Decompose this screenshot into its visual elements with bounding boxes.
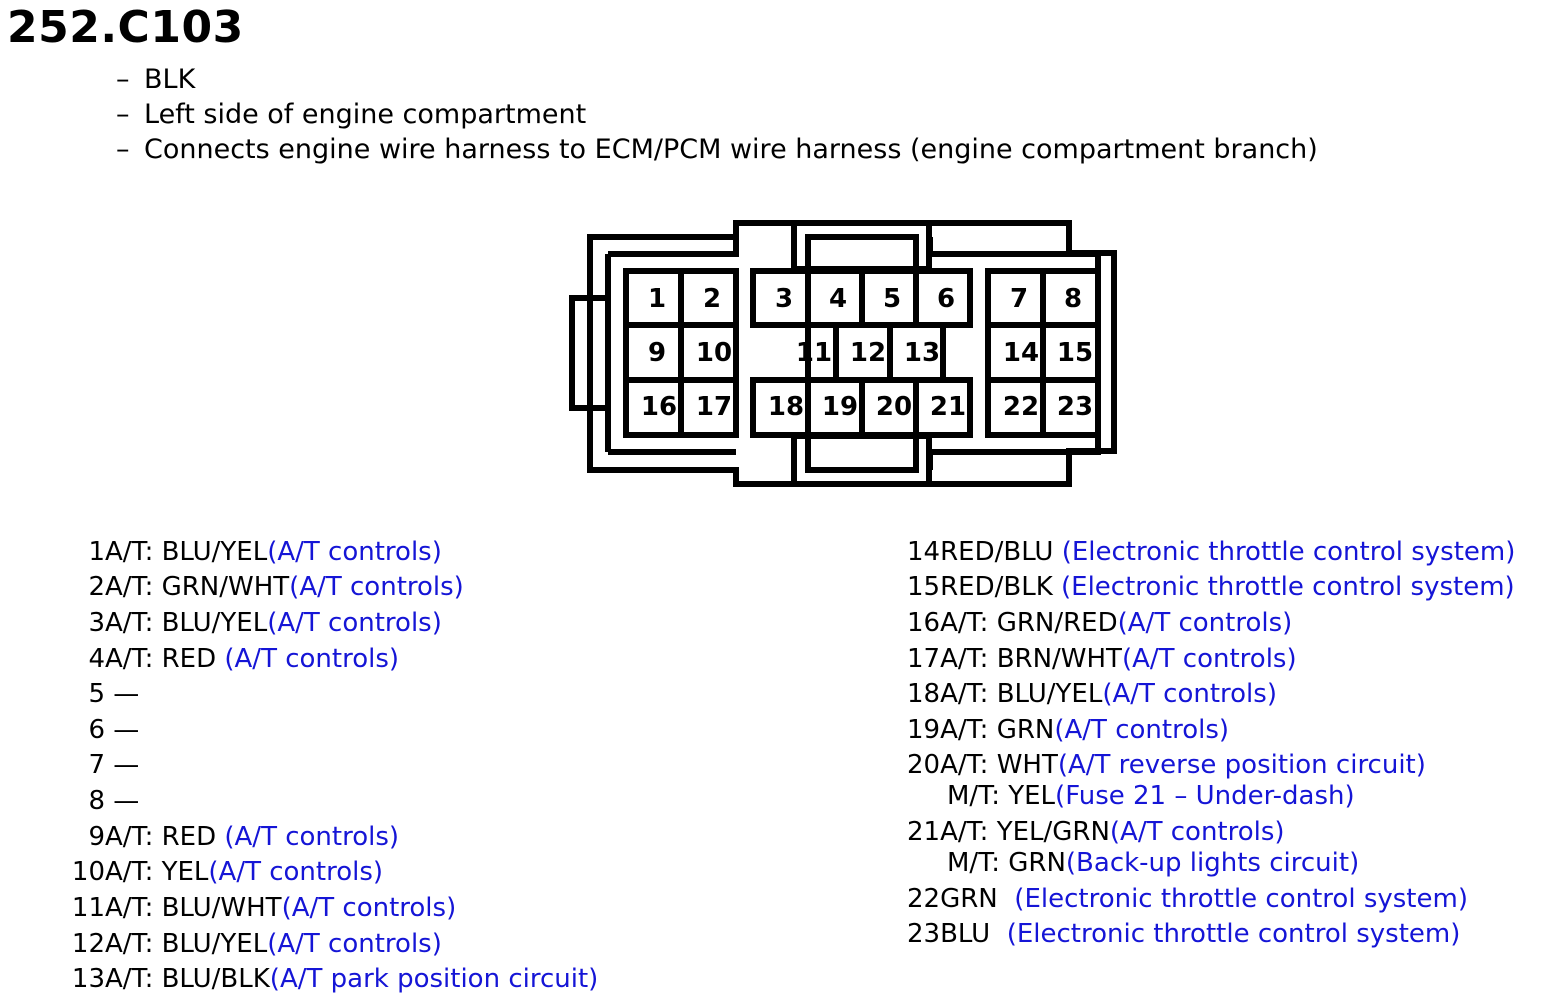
pin-label: 21 [930,392,966,422]
pin-label: 9 [648,338,666,368]
pin-label: 12 [850,338,886,368]
pin-row: 19A/T: GRN(A/T controls) [907,715,1230,745]
pin-row: 2A/T: GRN/WHT(A/T controls) [88,572,464,602]
description-color: –BLK [116,64,196,95]
pin-label: 20 [876,392,912,422]
pin-row: 3A/T: BLU/YEL(A/T controls) [88,608,442,638]
pin-label: 22 [1003,392,1039,422]
pin-row: 1A/T: BLU/YEL(A/T controls) [88,537,442,567]
pin-row: 9A/T: RED (A/T controls) [88,822,400,852]
pin-row: 11A/T: BLU/WHT(A/T controls) [71,893,457,923]
pin-row: 6 — [88,715,140,745]
pin-row: 8 — [88,786,140,816]
pin-row: 15RED/BLK (Electronic throttle control s… [907,572,1515,602]
connector-title: 252.C103 [7,2,244,53]
pin-label: 11 [796,338,832,368]
description-location: –Left side of engine compartment [116,99,587,130]
top-key [791,220,932,272]
connector-face-diagram: 1 2 3 4 5 6 7 8 9 10 11 12 13 14 15 16 1… [569,220,1117,487]
pin-row: 20A/T: WHT(A/T reverse position circuit) [907,750,1426,780]
pin-label: 10 [696,338,732,368]
pin-label: 6 [937,284,955,314]
pin-row: 16A/T: GRN/RED(A/T controls) [907,608,1293,638]
description-connection: –Connects engine wire harness to ECM/PCM… [116,134,1318,165]
pin-row-sub: M/T: YEL(Fuse 21 – Under-dash) [947,781,1355,811]
pin-label: 3 [775,284,793,314]
pin-label: 15 [1057,338,1093,368]
description-line: Connects engine wire harness to ECM/PCM … [144,134,1318,165]
pin-row: 10A/T: YEL(A/T controls) [71,857,384,887]
side-latch [569,295,611,411]
pin-row: 22GRN (Electronic throttle control syste… [907,884,1468,914]
pin-label: 4 [829,284,847,314]
pin-label: 14 [1003,338,1039,368]
pin-label: 19 [822,392,858,422]
description-line: BLK [144,64,196,95]
pin-row: 4A/T: RED (A/T controls) [88,644,400,674]
pin-row: 12A/T: BLU/YEL(A/T controls) [71,929,442,959]
pin-row: 23BLU (Electronic throttle control syste… [907,919,1461,949]
pin-label: 7 [1010,284,1028,314]
pin-label: 17 [696,392,732,422]
pin-row: 18A/T: BLU/YEL(A/T controls) [907,679,1277,709]
description-line: Left side of engine compartment [144,99,587,130]
pin-label: 5 [883,284,901,314]
pin-label: 13 [904,338,940,368]
pin-row: 21A/T: YEL/GRN(A/T controls) [907,817,1285,847]
bottom-key [791,433,932,487]
top-key-inner [805,234,919,272]
pin-row: 5 — [88,679,140,709]
pin-row: 13A/T: BLU/BLK(A/T park position circuit… [71,964,599,994]
pin-row: 7 — [88,750,140,780]
pin-label: 23 [1057,392,1093,422]
pin-label: 1 [648,284,666,314]
pin-row: 17A/T: BRN/WHT(A/T controls) [907,644,1297,674]
pin-row: 14RED/BLU (Electronic throttle control s… [907,537,1516,567]
pin-label: 2 [703,284,721,314]
bottom-key-inner [805,433,919,473]
pin-label: 16 [641,392,677,422]
pin-label: 8 [1064,284,1082,314]
pin-label: 18 [768,392,804,422]
pin-row-sub: M/T: GRN(Back-up lights circuit) [947,848,1360,878]
